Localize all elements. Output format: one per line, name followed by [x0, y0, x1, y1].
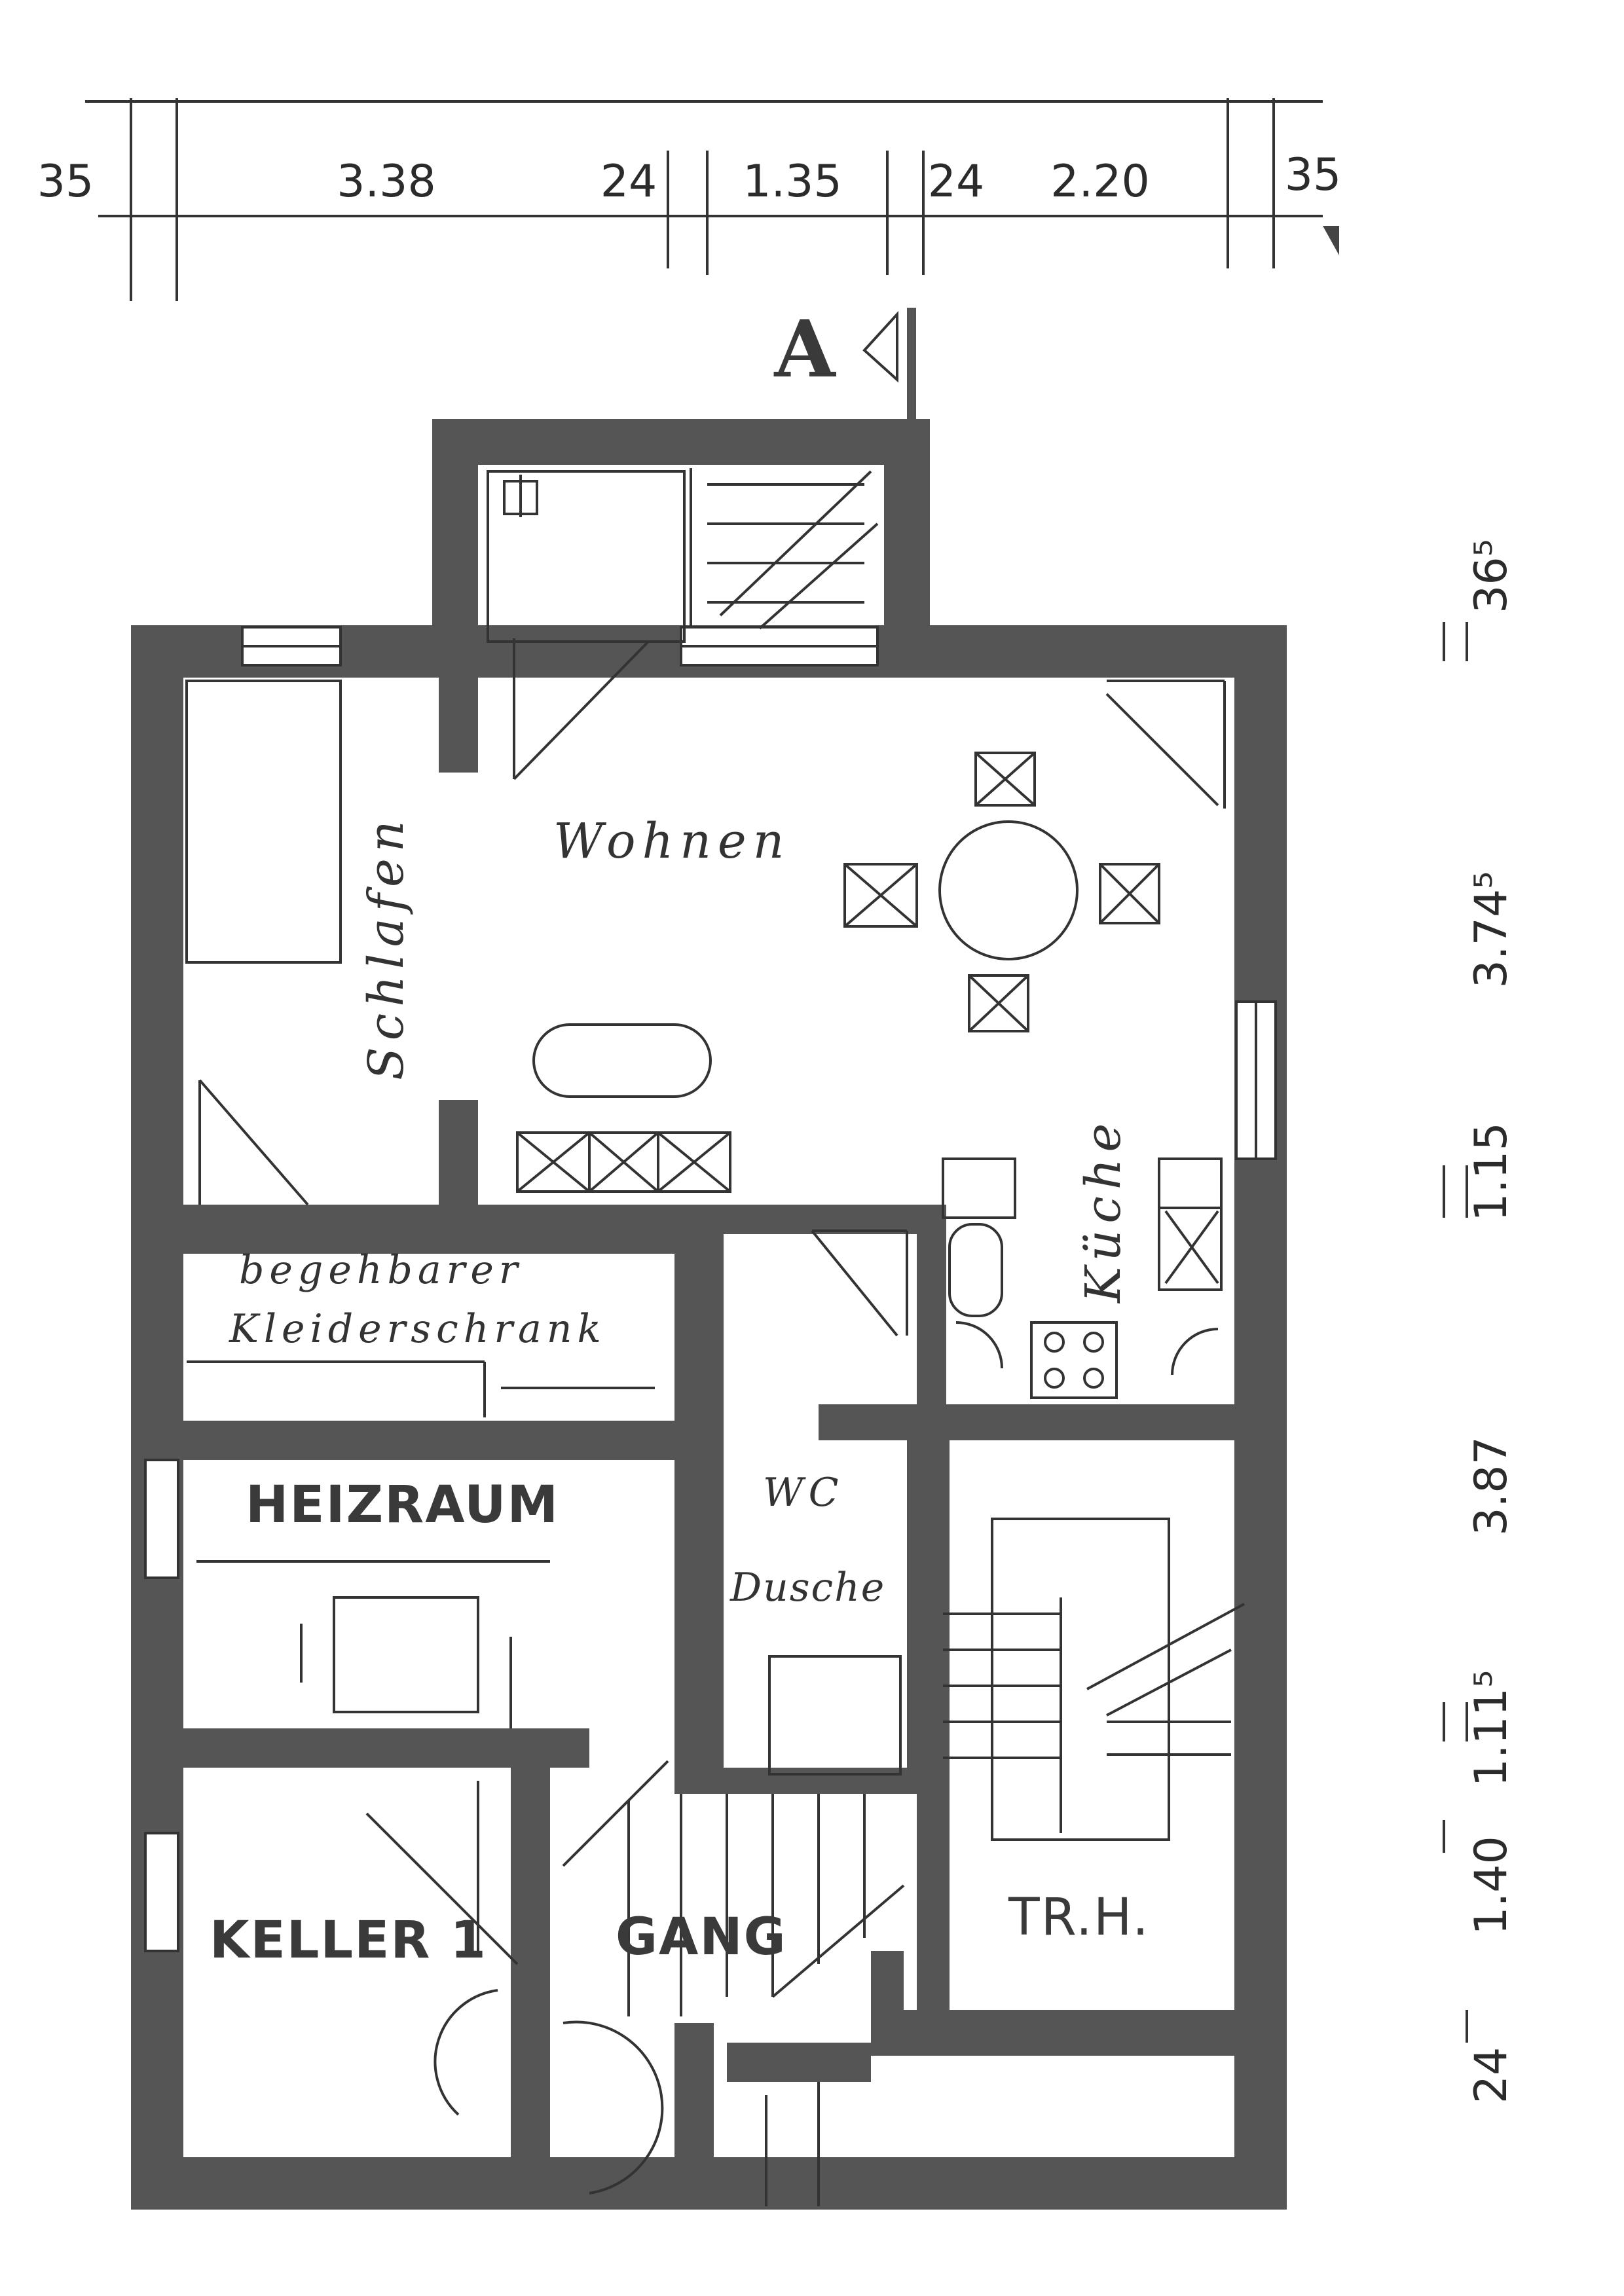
- top-dim-35-right: 35: [1285, 149, 1342, 201]
- top-dimension-chain: 35 3.38 24 1.35 24 2.20 35: [37, 98, 1342, 301]
- room-label-keller: KELLER 1: [210, 1911, 487, 1970]
- dining-table: [938, 820, 1079, 960]
- right-dimension-chain: 36⁵ 3.74⁵ 1.15 3.87 1.11⁵ 1.40 24: [1443, 539, 1517, 2104]
- windows: [144, 626, 1277, 1952]
- top-dim-35-left: 35: [37, 156, 94, 208]
- dining-chair-right: [1099, 863, 1160, 924]
- top-dim-3-38: 3.38: [337, 156, 435, 208]
- upper-staircase: [487, 468, 879, 643]
- walls: [131, 419, 1287, 2210]
- section-arrow-small: [1323, 226, 1339, 255]
- right-dim-1-15: 1.15: [1466, 1122, 1517, 1221]
- lower-staircase: [943, 1518, 1245, 1841]
- room-labels: Wohnen Schlafen Küche begehbarer Kleider…: [210, 813, 1150, 1970]
- room-label-gang: GANG: [616, 1908, 787, 1967]
- room-label-kleiderschrank-2: Kleiderschrank: [229, 1306, 606, 1352]
- right-dim-1-40: 1.40: [1466, 1836, 1517, 1935]
- room-label-kueche: Küche: [1075, 1117, 1132, 1304]
- top-dim-24-b: 24: [928, 156, 985, 208]
- top-dim-1-35: 1.35: [743, 156, 841, 208]
- right-dim-3-87: 3.87: [1466, 1436, 1517, 1535]
- top-dim-2-20: 2.20: [1050, 156, 1149, 208]
- dining-chair-bottom: [968, 974, 1029, 1032]
- gang-staircase: [562, 1760, 905, 2206]
- right-dim-36-5: 36⁵: [1466, 539, 1517, 613]
- section-marker: A: [773, 303, 916, 426]
- top-dim-24-a: 24: [600, 156, 657, 208]
- right-dim-3-74-5: 3.74⁵: [1466, 871, 1517, 989]
- room-label-kleiderschrank-1: begehbarer: [239, 1247, 523, 1293]
- room-label-wc: WC: [763, 1470, 844, 1516]
- room-label-trh: TR.H.: [1008, 1888, 1150, 1947]
- right-dim-1-11-5: 1.11⁵: [1466, 1670, 1517, 1787]
- room-label-wohnen: Wohnen: [553, 813, 790, 869]
- furniture: [185, 638, 1245, 2206]
- section-triangle-icon: [862, 310, 898, 383]
- room-label-heizraum: HEIZRAUM: [246, 1476, 559, 1535]
- coffee-table: [532, 1023, 712, 1098]
- section-marker-letter: A: [773, 303, 836, 395]
- dining-chair-top: [974, 752, 1036, 807]
- sideboard: [516, 1131, 731, 1193]
- room-label-schlafen: Schlafen: [358, 814, 415, 1080]
- dining-chair-left: [843, 863, 918, 928]
- right-dim-24: 24: [1466, 2047, 1517, 2104]
- room-label-dusche: Dusche: [729, 1565, 885, 1611]
